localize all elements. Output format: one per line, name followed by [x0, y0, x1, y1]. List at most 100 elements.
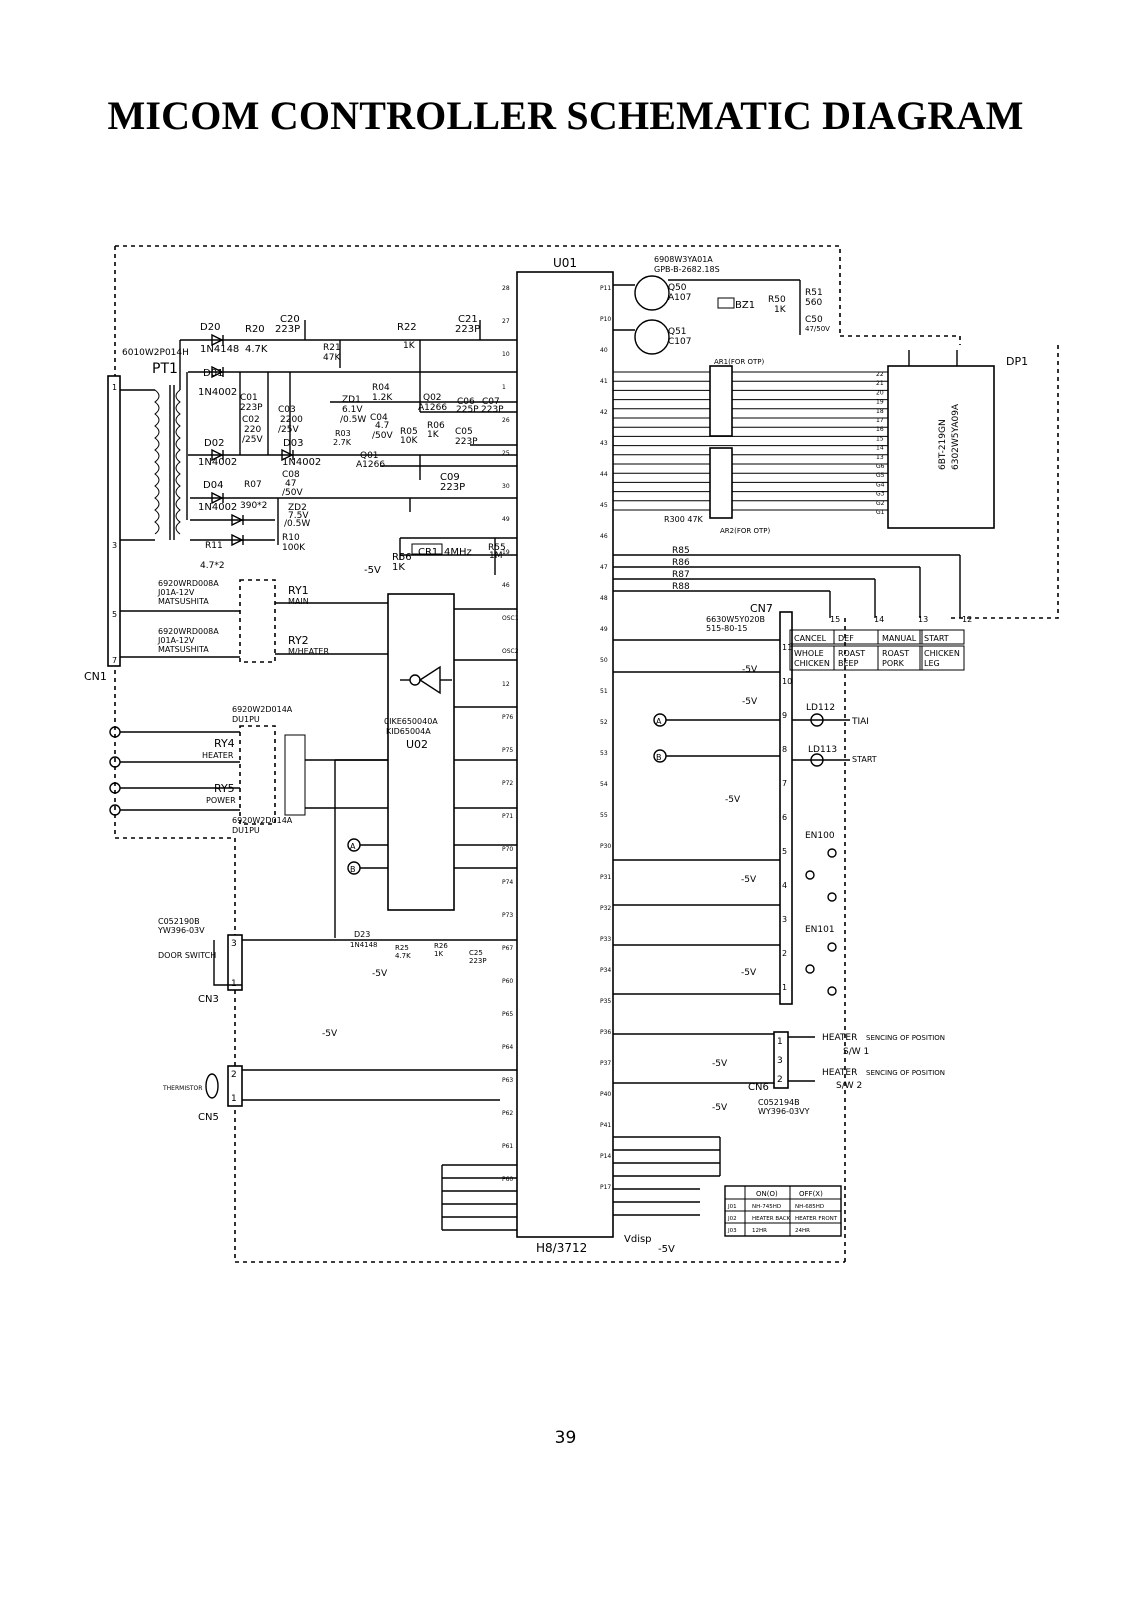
r11-val: 4.7*2: [200, 561, 225, 571]
u01-right-pin: 50: [600, 657, 608, 664]
u01-left-pin: P72: [502, 780, 513, 787]
q02-ref: Q02: [423, 393, 442, 403]
key-label: DEF: [838, 634, 854, 643]
r26-val: 1K: [434, 950, 443, 958]
heater-switches-cn6: 1 3 2 HEATER SENCING OF POSITION S/W 1 H…: [613, 1031, 945, 1116]
u01-left-pin: 30: [502, 483, 510, 490]
buzzer-section: 6908W3YA01A GPB-B-2682.18S Q50 A107 Q51 …: [613, 255, 830, 355]
display-pin: 20: [876, 389, 884, 396]
svg-text:3: 3: [112, 541, 117, 550]
key-label: PORK: [882, 659, 905, 668]
c08-volt: /50V: [282, 488, 303, 498]
cn6-part2: WY396-03VY: [758, 1107, 810, 1116]
q051-val: C107: [668, 337, 691, 347]
main-ic-right-pins: P11P1040414243444546474849505152535455P3…: [600, 285, 611, 1191]
display-dp1: DP1 6BT-219GN 6302W5YA09A 22212019181716…: [876, 350, 1028, 529]
r86-ref: R86: [672, 558, 690, 568]
en101-ref: EN101: [805, 925, 835, 935]
driver-ic-u02: 0IKE650040A KID65004A U02: [384, 593, 455, 911]
display-pin: 21: [876, 380, 884, 387]
cn7-pin: 3: [782, 915, 787, 924]
d03-val: 1N4002: [282, 457, 321, 468]
u01-right-pin: P36: [600, 1029, 611, 1036]
display-pin: 16: [876, 426, 884, 433]
r55-val: 1M: [489, 551, 503, 561]
main-ic-left-pins: 2827101262530491946OSC1OSC212P76P75P72P7…: [502, 285, 519, 1183]
zd2-ref: ZD2: [288, 503, 307, 513]
r25-val: 4.7K: [395, 952, 411, 960]
cn5-label: CN5: [198, 1112, 219, 1123]
u01-right-pin: P31: [600, 874, 611, 881]
d20-ref: D20: [200, 322, 220, 333]
r51-ref: R51: [805, 288, 823, 298]
neg5v-keys1: -5V: [742, 665, 758, 675]
jumper-cell: HEATER BACK: [752, 1216, 791, 1222]
ry4-func: HEATER: [202, 751, 234, 760]
neg5v-bottom: -5V: [658, 1244, 675, 1255]
transformer-name: PT1: [152, 361, 178, 377]
bz1-ref: BZ1: [735, 300, 755, 311]
buzzer-part2: GPB-B-2682.18S: [654, 265, 720, 274]
cn7-pin: 8: [782, 745, 787, 754]
svg-text:B: B: [656, 753, 662, 762]
zd1-ref: ZD1: [342, 395, 361, 405]
q01-val: A1266: [356, 460, 385, 470]
u01-left-pin: OSC1: [502, 615, 519, 622]
key-label: WHOLE: [794, 649, 824, 658]
key-label: LEG: [924, 659, 940, 668]
u01-left-pin: P61: [502, 1143, 513, 1150]
jumper-header: ON(O): [756, 1190, 778, 1198]
key-label: START: [924, 634, 949, 643]
c04-ref: C04: [370, 413, 388, 423]
display-pin: G5: [876, 472, 885, 479]
cn7-label: CN7: [750, 602, 773, 615]
driver-ic-name: U02: [406, 738, 428, 751]
svg-text:A: A: [350, 842, 356, 851]
ry4-spec: DU1PU: [232, 715, 260, 724]
c50-ref: C50: [805, 315, 823, 325]
heater-sw2-note: SENCING OF POSITION: [866, 1069, 945, 1077]
u01-left-pin: P76: [502, 714, 513, 721]
c05-val: 223P: [455, 437, 478, 447]
zd2-val: 7.5V: [288, 511, 309, 521]
cn7-part2: 515-80-15: [706, 624, 747, 633]
u01-left-pin: 28: [502, 285, 510, 292]
r21-val: 47K: [323, 353, 341, 363]
u01-right-pin: P17: [600, 1184, 611, 1191]
page-number: 39: [554, 1428, 577, 1448]
display-pin: G1: [876, 509, 885, 516]
q01-ref: Q01: [360, 451, 379, 461]
display-ref: DP1: [1006, 355, 1028, 368]
r85-ref: R85: [672, 546, 690, 556]
ld113-label: START: [852, 755, 877, 764]
c08-ref: C08: [282, 470, 300, 480]
display-pin: G6: [876, 463, 885, 470]
driver-wiring: A B: [334, 608, 517, 938]
u01-left-pin: 12: [502, 681, 510, 688]
u01-right-pin: 45: [600, 502, 608, 509]
q051-ref: Q51: [668, 327, 687, 337]
page-title: MICOM CONTROLLER SCHEMATIC DIAGRAM: [107, 93, 1024, 138]
u01-left-pin: 49: [502, 516, 510, 523]
u01-left-pin: 1: [502, 384, 506, 391]
thermistor-cn5: 2 1 THERMISTOR CN5 -5V: [162, 1029, 517, 1123]
u01-left-pin: OSC2: [502, 648, 519, 655]
u01-right-pin: 52: [600, 719, 608, 726]
transformer-part: 6010W2P014H: [122, 348, 189, 358]
display-pin: 22: [876, 371, 884, 378]
cn3-part: C052190B: [158, 917, 200, 926]
ry2-part: 6920WRD008A: [158, 627, 219, 636]
r88-ref: R88: [672, 582, 690, 592]
u01-right-pin: 43: [600, 440, 608, 447]
neg5v-enc1: -5V: [741, 875, 757, 885]
key-label: ROAST: [838, 649, 865, 658]
heater-sw2-sw: S/W 2: [836, 1081, 862, 1091]
ar2-label: AR2(FOR OTP): [720, 527, 770, 535]
c50-val: 47/50V: [805, 325, 830, 333]
cn7-pin: 9: [782, 711, 787, 720]
c07-val: 223P: [481, 405, 504, 415]
u01-right-pin: P33: [600, 936, 611, 943]
c04-volt: /50V: [372, 431, 393, 441]
r03-val: 2.7K: [333, 438, 352, 447]
